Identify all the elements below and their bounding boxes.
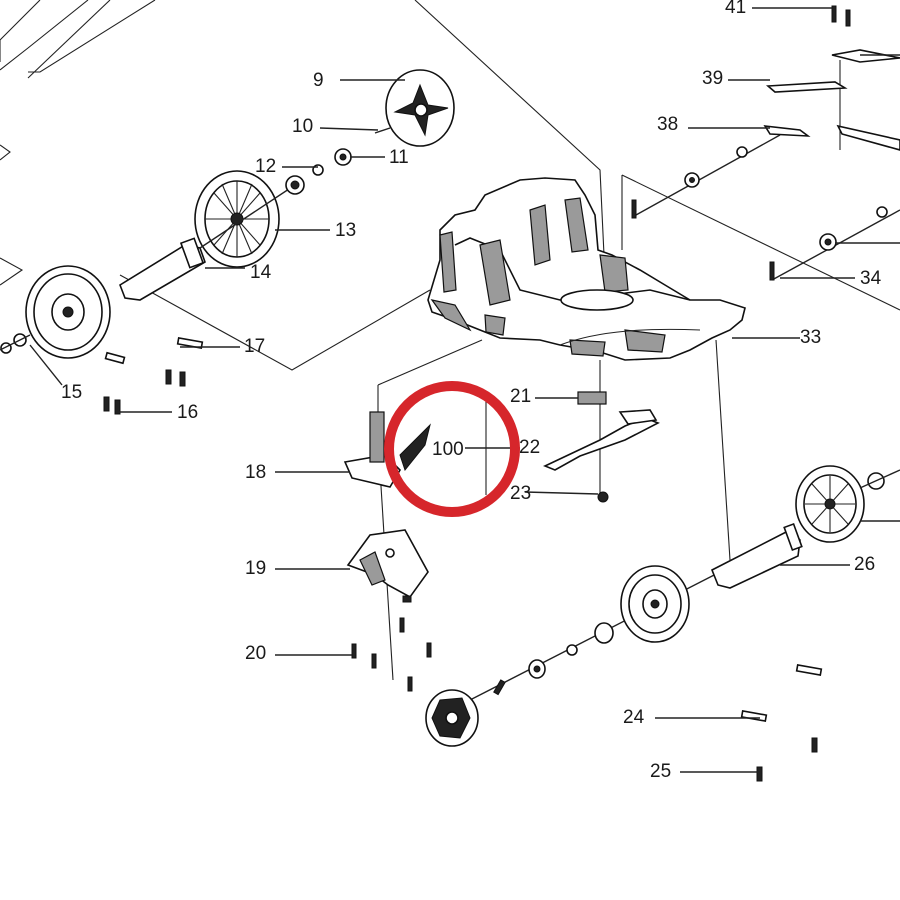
part-label-21: 21: [510, 386, 531, 407]
part-label-9: 9: [313, 70, 324, 91]
screws-20: [351, 617, 432, 692]
part-label-12: 12: [255, 156, 276, 177]
rear-flap: [343, 411, 431, 488]
part-label-39: 39: [702, 68, 723, 89]
part-label-15: 15: [61, 382, 82, 403]
rear-wheel-assembly: [119, 69, 455, 301]
part-label-38: 38: [657, 114, 678, 135]
upper-right-assembly: [631, 5, 900, 281]
part-label-18: 18: [245, 462, 266, 483]
part-label-20: 20: [245, 643, 266, 664]
part-label-19: 19: [245, 558, 266, 579]
mower-deck: [427, 177, 746, 361]
small-hardware-left: [103, 337, 204, 415]
part-number-labels: 9 10 11 12 13 14 15 16 17 18 19 20 21 22…: [61, 0, 882, 782]
blade-assembly: [542, 391, 660, 503]
part-label-14: 14: [250, 262, 272, 283]
part-label-26: 26: [854, 554, 875, 575]
part-label-25: 25: [650, 761, 671, 782]
part-label-23: 23: [510, 483, 531, 504]
part-label-16: 16: [177, 402, 198, 423]
bracket-19: [346, 529, 429, 603]
left-wheel: [0, 265, 111, 359]
part-label-34: 34: [860, 268, 882, 289]
part-label-17: 17: [244, 336, 265, 357]
part-label-100: 100: [432, 439, 464, 460]
part-label-24: 24: [623, 707, 645, 728]
leader-lines: [29, 7, 900, 773]
part-label-33: 33: [800, 327, 821, 348]
highlight-circle: [384, 381, 520, 517]
part-label-11: 11: [389, 147, 409, 168]
part-label-22: 22: [519, 437, 540, 458]
part-label-13: 13: [335, 220, 356, 241]
small-hardware-right: [740, 664, 823, 782]
part-label-41: 41: [725, 0, 746, 18]
front-wheel-assembly: [425, 465, 900, 747]
part-label-10: 10: [292, 116, 313, 137]
